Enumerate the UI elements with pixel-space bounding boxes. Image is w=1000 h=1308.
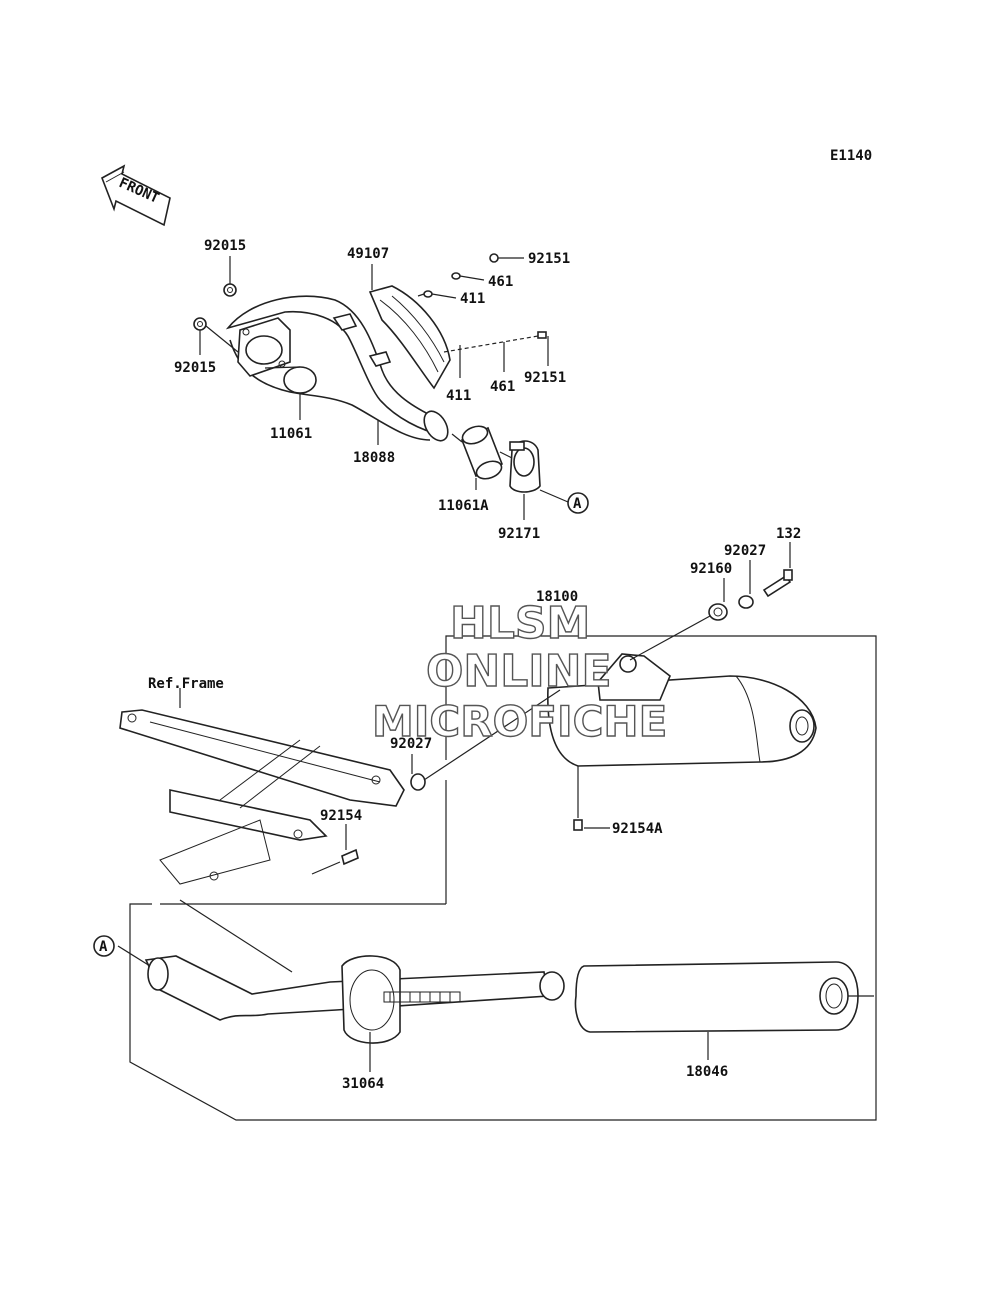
collar-411-top: [423, 290, 433, 298]
ref-frame: [119, 709, 405, 885]
part-label-18088: 18088: [353, 450, 395, 466]
part-label-92151-top: 92151: [528, 251, 570, 267]
clamp-92171: [509, 440, 541, 493]
callout-a-bottom: [93, 935, 115, 957]
washer-92027-top: [738, 595, 754, 609]
gasket-11061: [283, 366, 317, 394]
part-label-18046: 18046: [686, 1064, 728, 1080]
part-label-92154A: 92154A: [612, 821, 663, 837]
front-arrow-icon: FRONT: [101, 164, 171, 227]
muffler-pipe-31064: [144, 955, 565, 1044]
header-pipe-18088: [225, 295, 449, 442]
bolt-92151-bot: [537, 331, 547, 339]
washer-461-top: [451, 272, 461, 280]
watermark-line2: ONLINE: [426, 646, 612, 697]
part-label-411-top: 411: [460, 291, 485, 307]
callout-a-bottom-label: A: [99, 939, 108, 955]
callout-a-top: [567, 492, 589, 514]
part-label-18100: 18100: [536, 589, 578, 605]
silencer-18100: [547, 653, 817, 767]
part-label-92015-top: 92015: [204, 238, 246, 254]
bolt-92154: [341, 848, 359, 866]
bolt-132: [762, 569, 793, 598]
part-label-92171: 92171: [498, 526, 540, 542]
part-label-461-bot: 461: [490, 379, 515, 395]
part-label-92015-left: 92015: [174, 360, 216, 376]
washer-92027-mid: [410, 773, 426, 791]
bolt-92154A: [573, 819, 583, 831]
part-label-411-bot: 411: [446, 388, 471, 404]
part-label-49107: 49107: [347, 246, 389, 262]
part-label-92151-bot: 92151: [524, 370, 566, 386]
watermark: HLSM ONLINE MICROFICHE: [371, 597, 668, 746]
part-label-11061: 11061: [270, 426, 312, 442]
part-label-92154: 92154: [320, 808, 362, 824]
part-label-92027-top: 92027: [724, 543, 766, 559]
silencer-body-18046: [574, 961, 874, 1033]
part-label-461-top: 461: [488, 274, 513, 290]
nut-92015-left: [193, 317, 207, 331]
callout-a-top-label: A: [573, 496, 582, 512]
watermark-line1: HLSM: [450, 598, 590, 649]
ring-11061A: [460, 425, 504, 480]
part-label-92027-mid: 92027: [390, 736, 432, 752]
nut-92015-top: [223, 283, 237, 297]
diagram-code: E1140: [830, 148, 872, 164]
part-label-11061A: 11061A: [438, 498, 489, 514]
assembly-bracket-outline: [129, 635, 877, 1121]
part-label-92160: 92160: [690, 561, 732, 577]
heat-guard-49107: [332, 285, 451, 390]
part-label-31064: 31064: [342, 1076, 384, 1092]
collar-92160: [708, 603, 728, 621]
watermark-line3: MICROFICHE: [372, 697, 667, 746]
bolt-92151-top: [489, 253, 499, 263]
ref-frame-label: Ref.Frame: [148, 676, 224, 692]
part-label-132: 132: [776, 526, 801, 542]
